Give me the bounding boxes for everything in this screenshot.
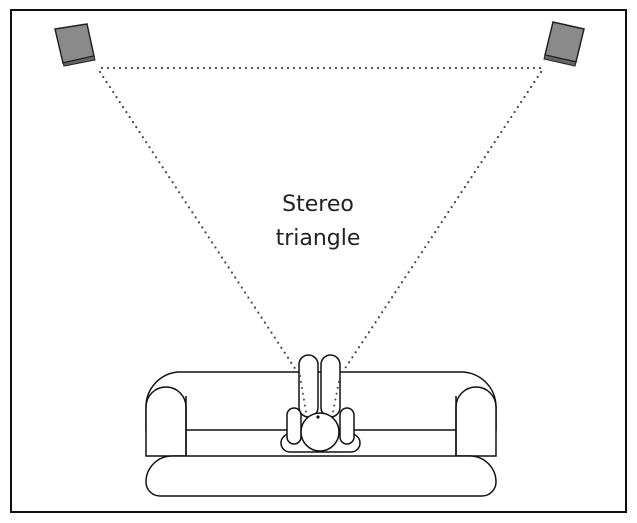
label-line-1: Stereo: [282, 192, 354, 217]
listener-icon: [280, 354, 361, 453]
right-speaker-icon: [543, 21, 585, 67]
label-line-2: triangle: [276, 226, 361, 251]
left-speaker-icon: [54, 23, 96, 67]
triangle-left-line: [98, 70, 302, 378]
triangle-right-line: [338, 70, 543, 378]
stereo-triangle-lines: [98, 66, 543, 378]
listener-sound-dots: [299, 375, 341, 413]
